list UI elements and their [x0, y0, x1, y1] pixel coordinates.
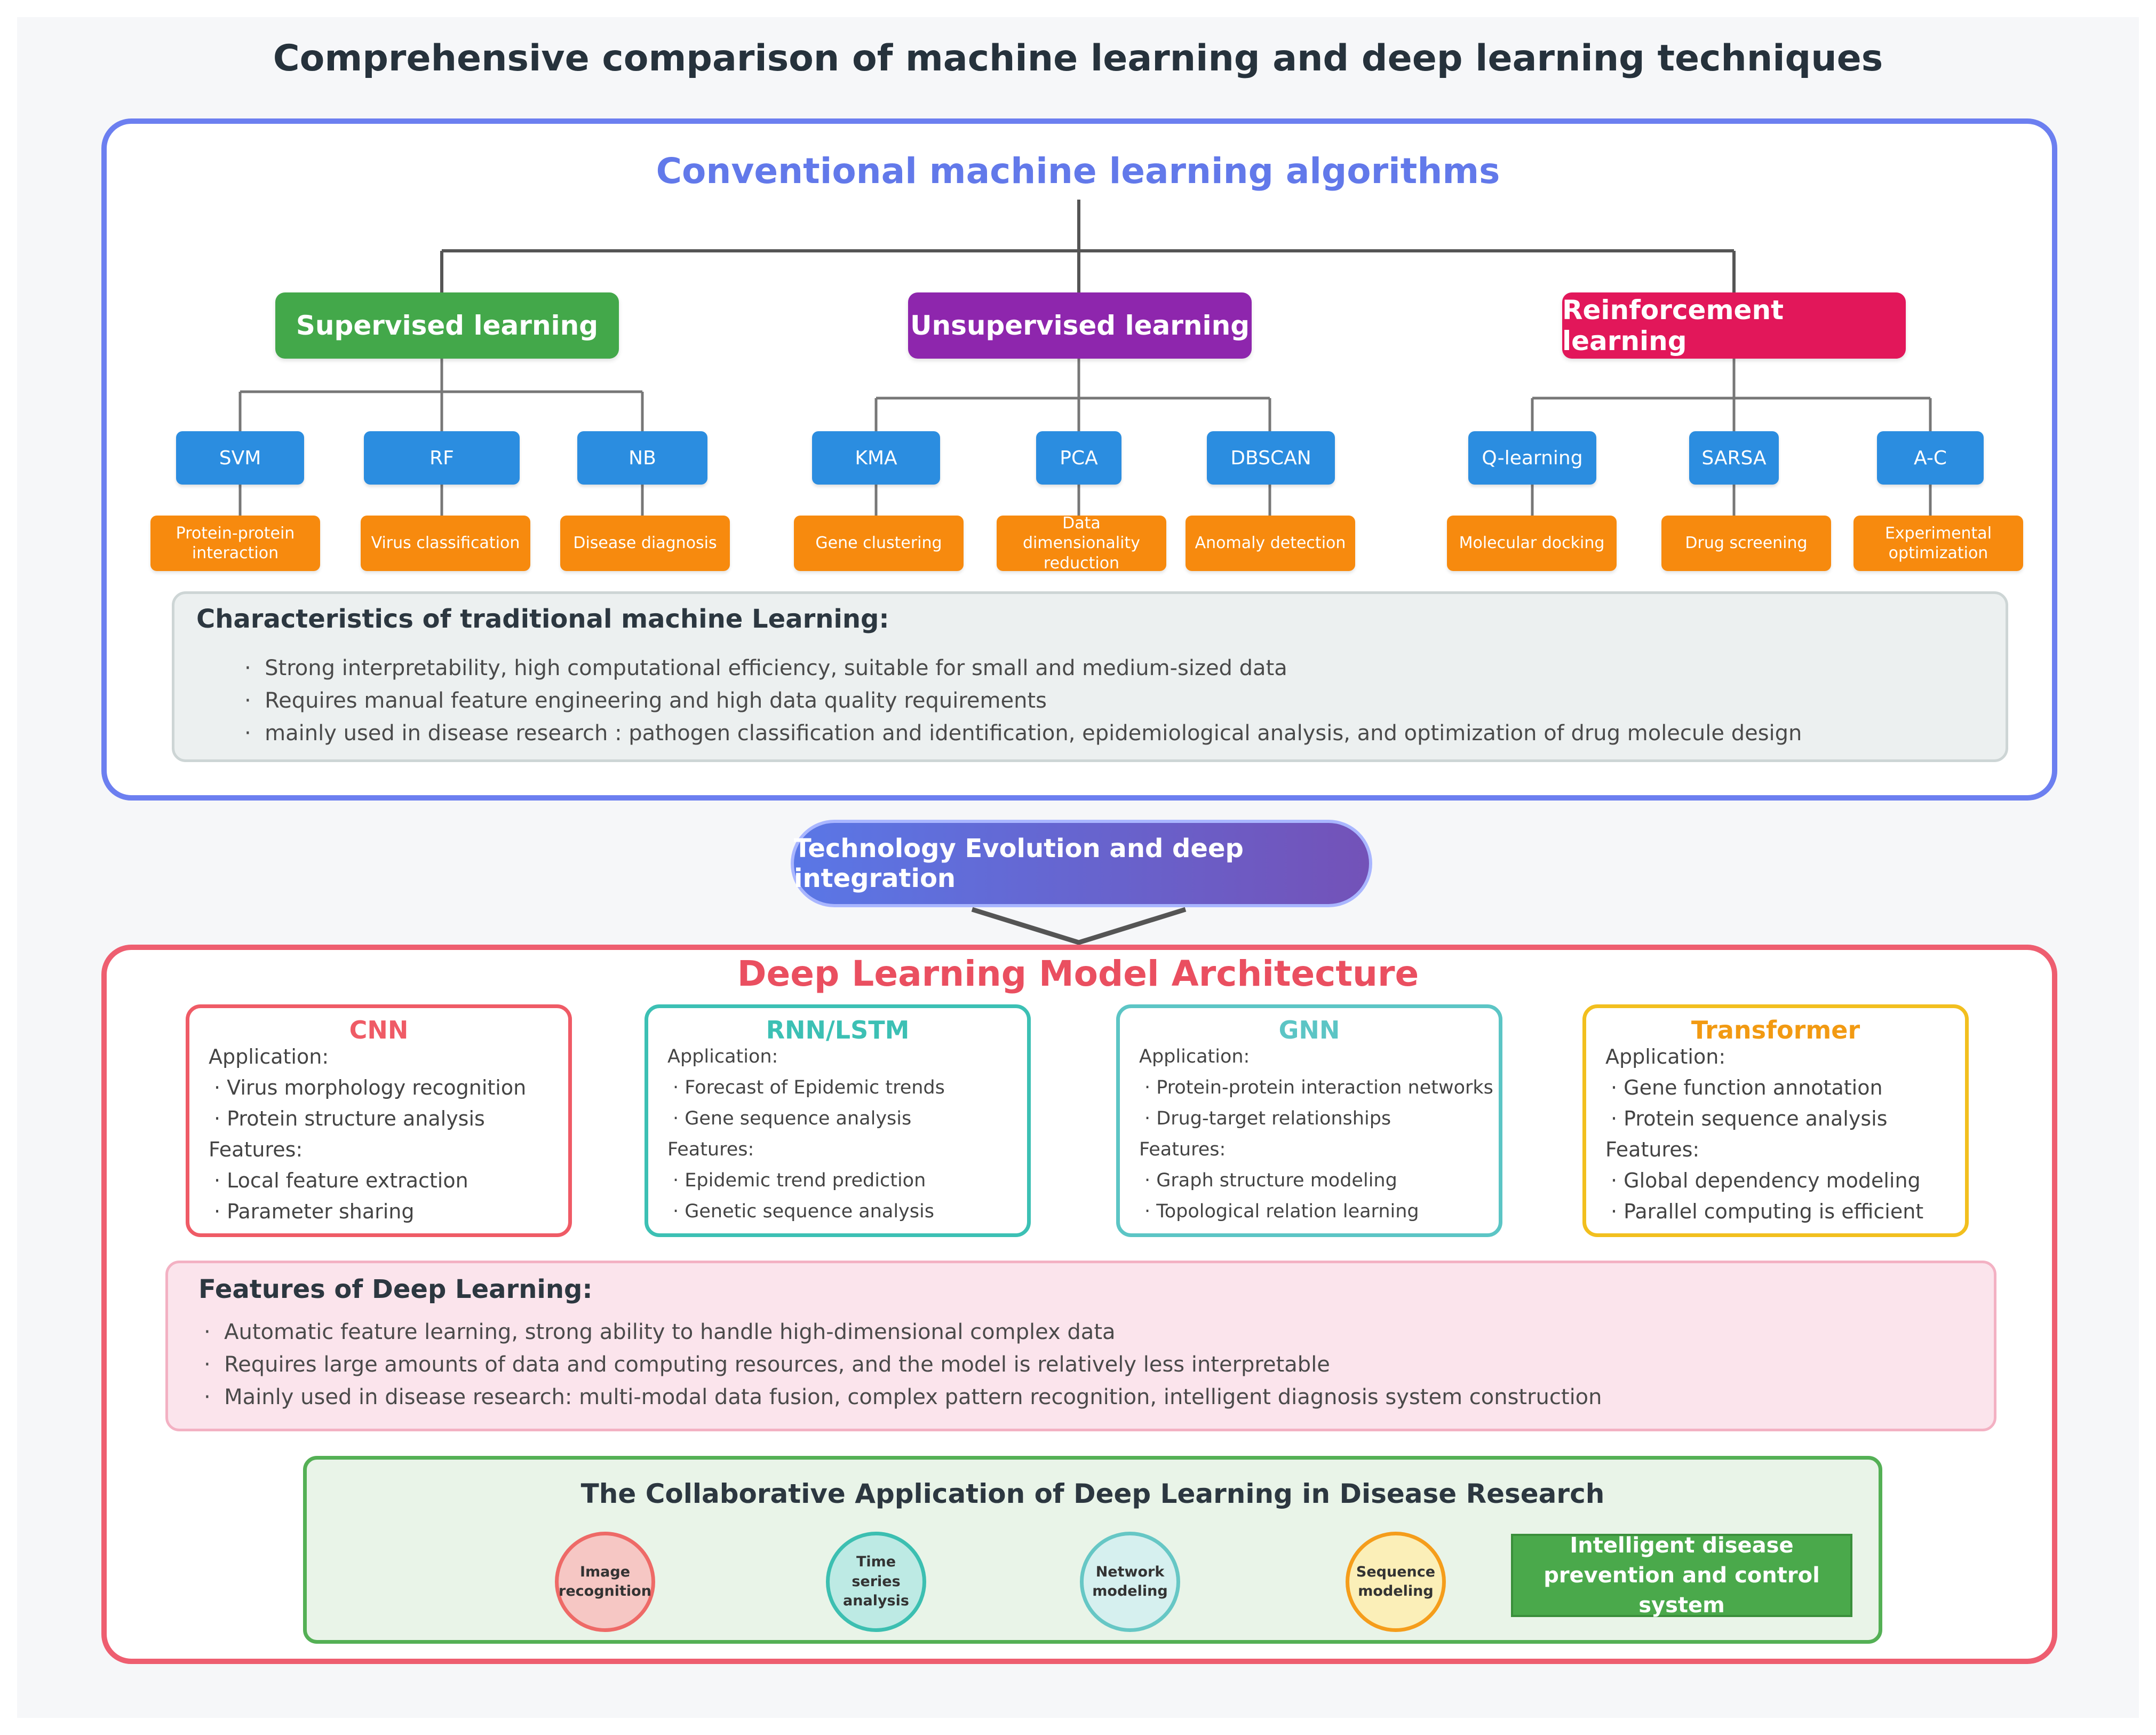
application-drug-screening: Drug screening [1661, 516, 1831, 571]
model-details-transformer: Application: Gene function annotation Pr… [1605, 1041, 1923, 1227]
model-application-item: Protein sequence analysis [1605, 1103, 1923, 1134]
application-disease-diagnosis: Disease diagnosis [560, 516, 730, 571]
algorithm-q-learning: Q-learning [1468, 431, 1596, 485]
model-feature-item: Parallel computing is efficient [1605, 1196, 1923, 1227]
algorithm-sarsa: SARSA [1689, 431, 1779, 485]
application-data-dimensionality-reduction: Data dimensionality reduction [997, 514, 1166, 573]
category-supervised-learning: Supervised learning [275, 292, 619, 359]
node-image-recognition: Image recognition [555, 1532, 655, 1632]
application-gene-clustering: Gene clustering [794, 516, 964, 571]
application-molecular-docking: Molecular docking [1447, 516, 1617, 571]
node-sequence-modeling: Sequence modeling [1346, 1532, 1446, 1632]
application-label: Application: [1605, 1045, 1726, 1068]
model-application-item: Forecast of Epidemic trends [667, 1072, 945, 1103]
supervised-sub-lines [238, 359, 644, 431]
ml-section-title: Conventional machine learning algorithms [656, 150, 1500, 192]
model-title-gnn: GNN [1278, 1016, 1340, 1044]
category-reinforcement-learning: Reinforcement learning [1562, 292, 1906, 359]
dl-feature-item: Requires large amounts of data and compu… [204, 1349, 1602, 1381]
dl-features-list: Automatic feature learning, strong abili… [204, 1316, 1602, 1414]
model-card-rnn-lstm: RNN/LSTM Application: Forecast of Epidem… [645, 1004, 1031, 1237]
ml-characteristic-item: Strong interpretability, high computatio… [244, 652, 1802, 685]
algorithm-dbscan: DBSCAN [1207, 431, 1335, 485]
algorithm-kma: KMA [812, 431, 940, 485]
algorithm-application-lines [238, 485, 1932, 516]
application-label: Application: [1139, 1046, 1250, 1067]
algorithm-a-c: A-C [1877, 431, 1984, 485]
algorithm-nb: NB [577, 431, 707, 485]
model-card-cnn: CNN Application: Virus morphology recogn… [186, 1004, 572, 1237]
model-title-transformer: Transformer [1691, 1016, 1860, 1044]
ml-characteristics-list: Strong interpretability, high computatio… [244, 652, 1802, 750]
intelligent-system-box: Intelligent disease prevention and contr… [1511, 1533, 1852, 1618]
ml-characteristic-item: mainly used in disease research : pathog… [244, 717, 1802, 750]
model-feature-item: Epidemic trend prediction [667, 1165, 945, 1196]
model-details-gnn: Application: Protein-protein interaction… [1139, 1041, 1493, 1227]
features-label: Features: [1605, 1138, 1700, 1161]
technology-evolution-pill: Technology Evolution and deep integratio… [791, 820, 1372, 907]
category-unsupervised-learning: Unsupervised learning [908, 292, 1252, 359]
model-application-item: Protein-protein interaction networks [1139, 1072, 1493, 1103]
page-title: Comprehensive comparison of machine lear… [273, 37, 1883, 80]
features-label: Features: [667, 1139, 754, 1160]
model-title-cnn: CNN [349, 1016, 409, 1044]
model-details-rnn-lstm: Application: Forecast of Epidemic trends… [667, 1041, 945, 1227]
model-application-item: Virus morphology recognition [209, 1072, 526, 1103]
algorithm-pca: PCA [1036, 431, 1121, 485]
model-feature-item: Local feature extraction [209, 1165, 526, 1196]
chevron-down-icon [971, 907, 1187, 945]
model-card-gnn: GNN Application: Protein-protein interac… [1116, 1004, 1502, 1237]
application-experimental-optimization: Experimental optimization [1853, 516, 2023, 571]
algorithm-rf: RF [364, 431, 520, 485]
dl-feature-item: Mainly used in disease research: multi-m… [204, 1381, 1602, 1414]
application-label: Application: [209, 1045, 329, 1068]
dl-features-title: Features of Deep Learning: [198, 1274, 593, 1304]
ml-characteristic-item: Requires manual feature engineering and … [244, 685, 1802, 717]
features-label: Features: [209, 1138, 303, 1161]
node-time-series-analysis: Time series analysis [826, 1532, 926, 1632]
model-application-item: Gene function annotation [1605, 1072, 1923, 1103]
algorithm-svm: SVM [176, 431, 304, 485]
model-feature-item: Parameter sharing [209, 1196, 526, 1227]
model-feature-item: Graph structure modeling [1139, 1165, 1493, 1196]
model-feature-item: Global dependency modeling [1605, 1165, 1923, 1196]
model-card-transformer: Transformer Application: Gene function a… [1582, 1004, 1969, 1237]
application-virus-classification: Virus classification [361, 516, 530, 571]
features-label: Features: [1139, 1139, 1226, 1160]
unsupervised-sub-lines [874, 359, 1271, 431]
model-application-item: Gene sequence analysis [667, 1103, 945, 1134]
model-application-item: Protein structure analysis [209, 1103, 526, 1134]
model-application-item: Drug-target relationships [1139, 1103, 1493, 1134]
model-feature-item: Topological relation learning [1139, 1196, 1493, 1227]
application-label: Application: [667, 1046, 778, 1067]
collaboration-title: The Collaborative Application of Deep Le… [580, 1478, 1605, 1509]
reinforcement-sub-lines [1531, 359, 1932, 431]
node-network-modeling: Network modeling [1080, 1532, 1180, 1632]
model-details-cnn: Application: Virus morphology recognitio… [209, 1041, 526, 1227]
dl-feature-item: Automatic feature learning, strong abili… [204, 1316, 1602, 1349]
dl-section-title: Deep Learning Model Architecture [737, 953, 1419, 994]
model-title-rnn-lstm: RNN/LSTM [766, 1016, 910, 1044]
application-anomaly-detection: Anomaly detection [1186, 516, 1355, 571]
application-protein-protein-interaction: Protein-protein interaction [150, 516, 320, 571]
ml-characteristics-title: Characteristics of traditional machine L… [196, 604, 889, 634]
model-feature-item: Genetic sequence analysis [667, 1196, 945, 1227]
